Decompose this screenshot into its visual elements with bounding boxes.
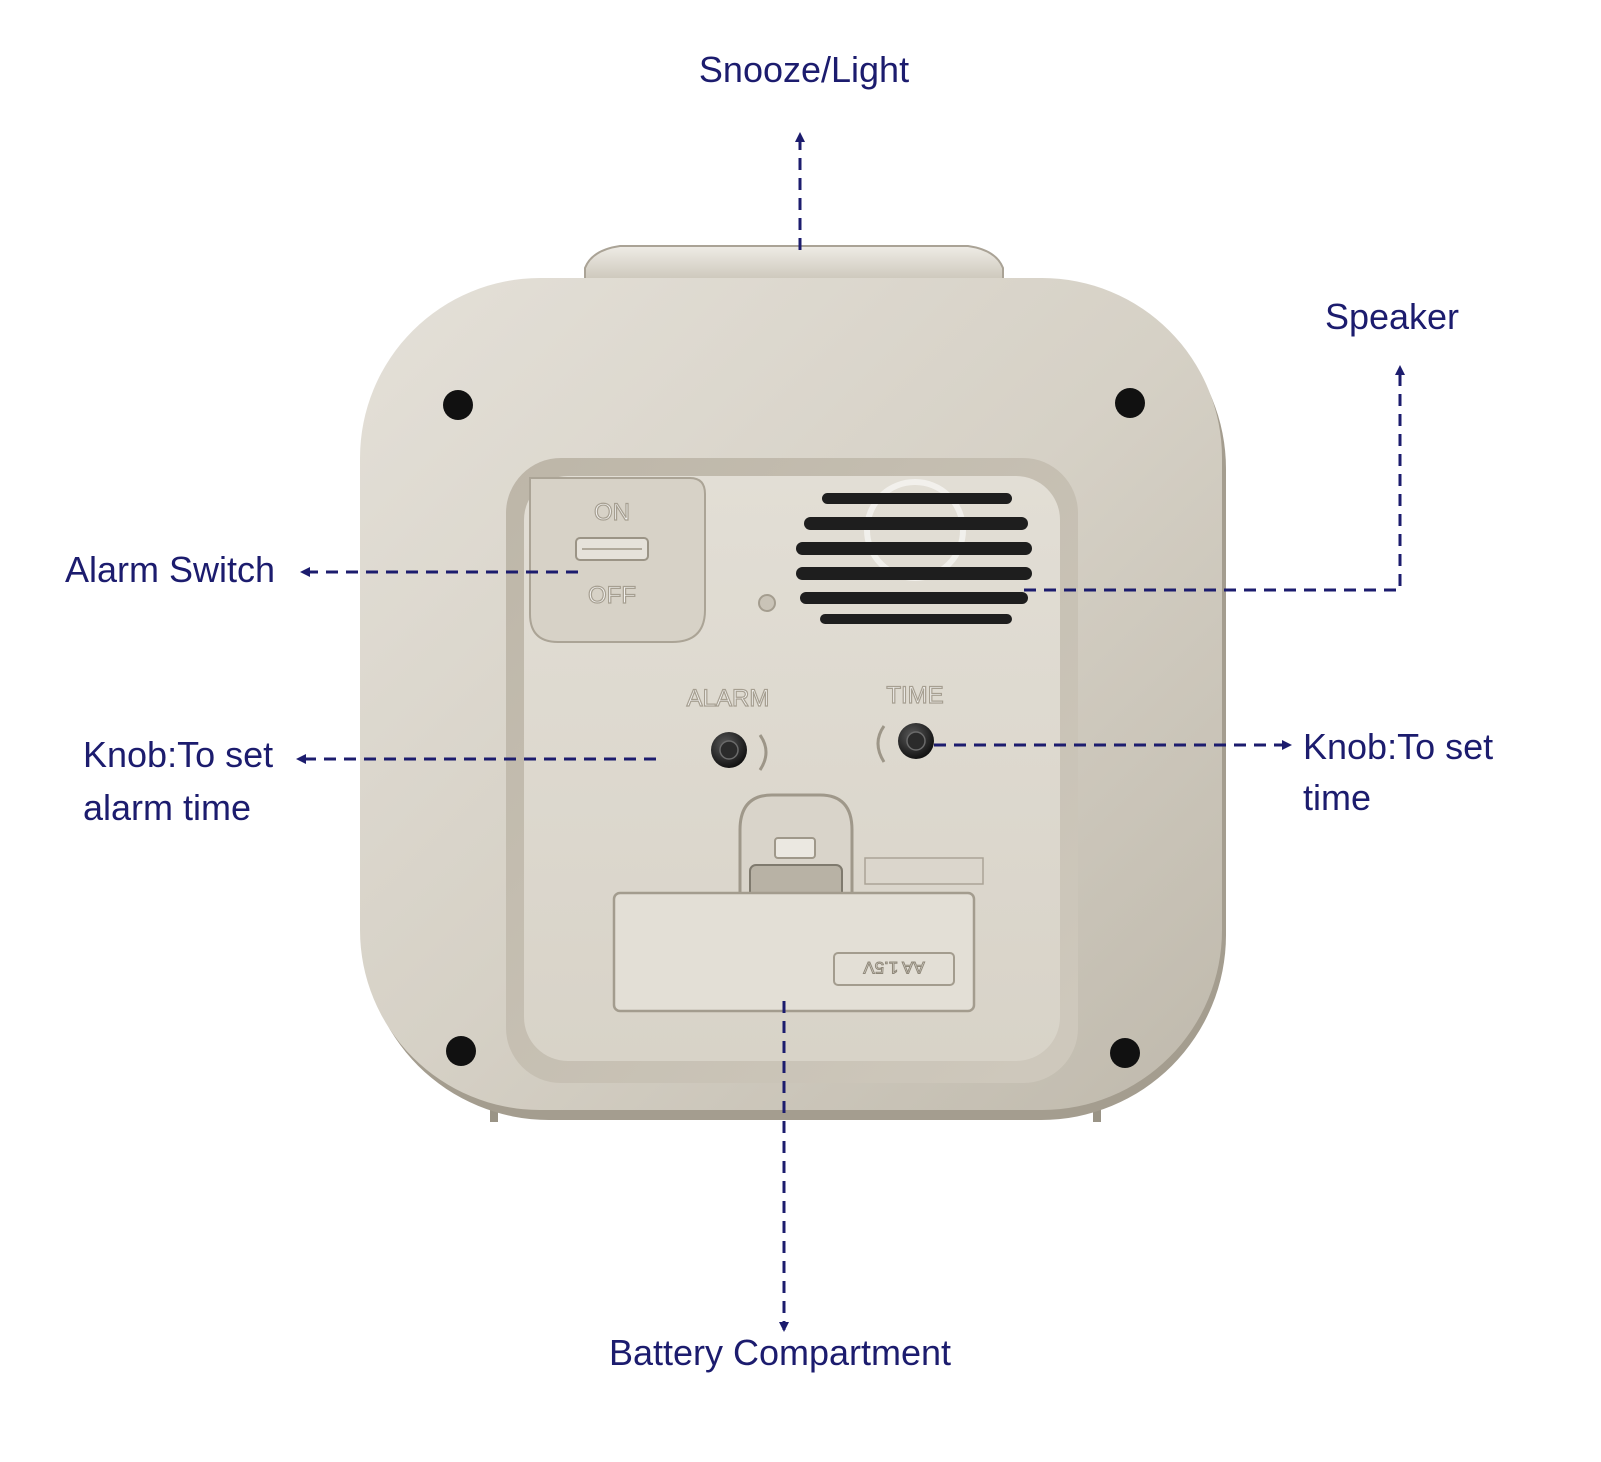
callout-battery-compartment: Battery Compartment bbox=[609, 1332, 951, 1373]
alarm-knob-area: ALARM bbox=[686, 684, 770, 771]
kickstand bbox=[738, 793, 984, 907]
alarm-knob-label: ALARM bbox=[687, 685, 770, 712]
callout-alarm-knob-line2: alarm time bbox=[83, 787, 251, 828]
screw-hole-top-right bbox=[1115, 388, 1145, 418]
callout-snooze-light: Snooze/Light bbox=[699, 49, 909, 90]
callout-labels: Snooze/Light Speaker Alarm Switch Knob:T… bbox=[65, 49, 1493, 1373]
alarm-knob-hub bbox=[719, 740, 739, 760]
speaker-slot bbox=[822, 493, 1012, 504]
alarm-switch[interactable]: ON OFF bbox=[529, 477, 706, 643]
switch-on-label: ON bbox=[594, 499, 630, 526]
snooze-light-bar bbox=[584, 245, 1004, 285]
screw-hole-bottom-left bbox=[446, 1036, 476, 1066]
callout-alarm-knob-line1: Knob:To set bbox=[83, 734, 273, 775]
speaker-slot bbox=[804, 517, 1028, 530]
switch-off-label: OFF bbox=[588, 582, 636, 609]
speaker-grille bbox=[796, 479, 1032, 624]
screw-hole-top-left bbox=[443, 390, 473, 420]
speaker-slot bbox=[800, 592, 1028, 604]
battery-compartment[interactable]: AA 1.5V bbox=[612, 891, 976, 1013]
battery-door[interactable] bbox=[612, 891, 976, 1013]
screw-hole-bottom-right bbox=[1110, 1038, 1140, 1068]
indicator-hole bbox=[758, 594, 776, 612]
battery-marking-frame bbox=[833, 952, 955, 986]
annotation-leaders bbox=[296, 132, 1405, 1332]
time-knob-direction-mark bbox=[876, 725, 886, 763]
callout-alarm-switch: Alarm Switch bbox=[65, 549, 275, 590]
speaker-slot bbox=[796, 542, 1032, 555]
callout-time-knob-line2: time bbox=[1303, 777, 1371, 818]
time-knob-hub bbox=[906, 731, 926, 751]
time-knob-area: TIME bbox=[876, 681, 944, 763]
kickstand-tab bbox=[774, 837, 816, 859]
callout-speaker: Speaker bbox=[1325, 296, 1459, 337]
speaker-slot bbox=[796, 567, 1032, 580]
alarm-knob-direction-mark bbox=[758, 734, 768, 771]
label-plate bbox=[864, 857, 984, 885]
battery-marking: AA 1.5V bbox=[863, 958, 925, 977]
callout-time-knob-line1: Knob:To set bbox=[1303, 726, 1493, 767]
time-knob-label: TIME bbox=[886, 682, 943, 709]
speaker-leader bbox=[1024, 365, 1405, 592]
speaker-slot bbox=[820, 614, 1012, 624]
